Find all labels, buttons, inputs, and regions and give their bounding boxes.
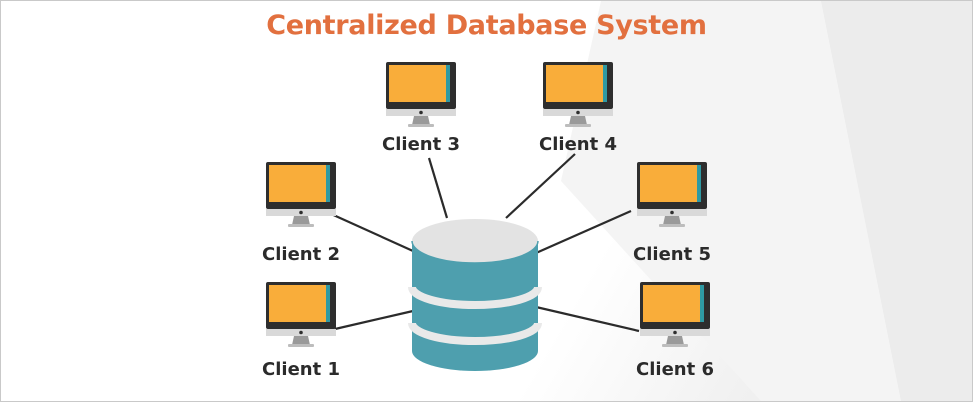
client-5-monitor-icon <box>637 162 707 227</box>
client-6-label: Client 6 <box>636 359 714 380</box>
link-client-4 <box>505 153 576 219</box>
database-cylinder-icon <box>408 219 542 371</box>
link-client-3 <box>427 157 449 219</box>
client-3-monitor-icon <box>386 62 456 127</box>
link-client-5 <box>535 209 632 255</box>
client-2-label: Client 2 <box>262 244 340 265</box>
client-1: Client 1 <box>262 282 340 380</box>
client-1-label: Client 1 <box>262 359 340 380</box>
client-2-monitor-icon <box>266 162 336 227</box>
client-6-monitor-icon <box>640 282 710 347</box>
link-client-2 <box>328 211 414 253</box>
client-1-monitor-icon <box>266 282 336 347</box>
client-2: Client 2 <box>262 162 340 265</box>
client-5: Client 5 <box>633 162 711 265</box>
client-4: Client 4 <box>539 62 617 155</box>
client-4-monitor-icon <box>543 62 613 127</box>
link-client-1 <box>334 309 414 331</box>
client-5-label: Client 5 <box>633 244 711 265</box>
connection-links <box>328 153 640 333</box>
link-client-6 <box>535 305 640 333</box>
diagram-title: Centralized Database System <box>266 10 707 41</box>
client-6: Client 6 <box>636 282 714 380</box>
client-4-label: Client 4 <box>539 134 617 155</box>
client-3-label: Client 3 <box>382 134 460 155</box>
client-3: Client 3 <box>382 62 460 155</box>
